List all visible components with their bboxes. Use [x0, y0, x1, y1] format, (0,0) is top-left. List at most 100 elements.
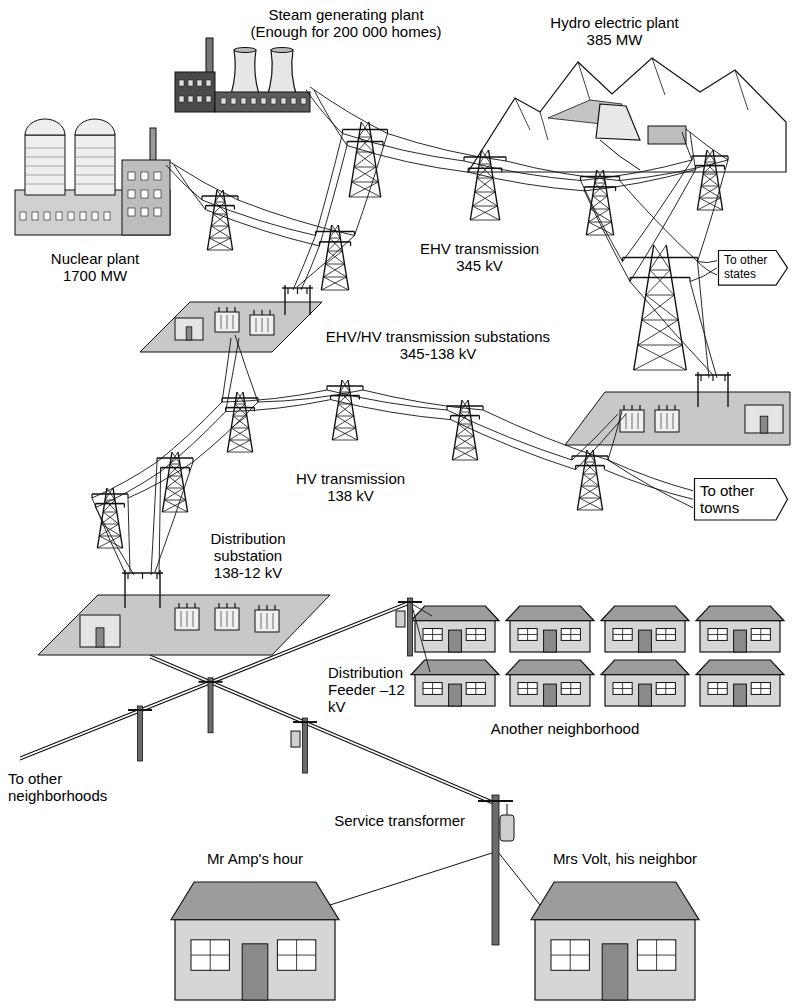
tower-crossarm — [327, 385, 363, 387]
tower-brace — [359, 137, 374, 152]
tower-brace — [229, 440, 252, 452]
insulator — [205, 206, 206, 210]
pole-crossarm — [199, 681, 223, 683]
window-bar — [656, 688, 675, 689]
tower-brace — [213, 214, 227, 215]
house-wall — [605, 675, 685, 706]
insulator — [95, 504, 96, 508]
insulator — [257, 398, 258, 402]
tower-brace — [170, 464, 180, 465]
tower-brace — [168, 464, 180, 476]
tower-brace — [593, 183, 606, 196]
tower-brace — [211, 226, 230, 238]
tower-brace — [586, 235, 613, 236]
tower-brace — [588, 209, 609, 222]
tower-brace — [229, 440, 250, 441]
component-label: Hydro electric plant 385 MW — [542, 14, 687, 48]
utility-pole — [128, 706, 152, 761]
power-line — [310, 87, 388, 134]
tower-brace — [638, 320, 679, 345]
tower-brace — [577, 510, 602, 511]
insulator — [225, 408, 226, 412]
tower-crossarm — [202, 195, 238, 197]
power-transformer — [620, 410, 644, 432]
window — [154, 172, 161, 180]
power-line — [690, 282, 717, 379]
power-line — [202, 200, 316, 236]
cooling-fin — [193, 611, 194, 627]
tower-brace — [336, 416, 354, 417]
power-line — [698, 160, 729, 262]
window — [637, 940, 675, 970]
feeder-line — [150, 655, 495, 802]
transmission-tower — [623, 245, 698, 370]
power-line — [608, 411, 622, 460]
roof — [506, 606, 594, 621]
gantry-post — [159, 570, 160, 608]
window — [251, 98, 256, 104]
tower-brace — [321, 277, 346, 290]
tower-brace — [211, 226, 229, 227]
hydro-plant — [468, 58, 786, 172]
tower-brace — [642, 320, 683, 345]
window — [179, 80, 184, 86]
cooling-fin — [626, 413, 627, 429]
hatch-line — [75, 175, 115, 176]
door — [449, 684, 462, 706]
bushing — [658, 405, 659, 410]
pole-post — [303, 718, 308, 773]
tower-brace — [213, 214, 229, 226]
window-bar — [561, 688, 580, 689]
tower-brace — [334, 428, 355, 429]
tower-brace — [211, 214, 227, 226]
power-line — [331, 400, 451, 420]
roof — [601, 606, 689, 621]
service-drop — [412, 604, 432, 616]
tower-brace — [101, 524, 120, 536]
component-label: EHV/HV transmission substations 345-138 … — [313, 328, 563, 362]
substation-yard — [140, 302, 322, 352]
window — [179, 96, 184, 102]
window-bar — [751, 634, 770, 635]
tower-brace — [213, 202, 225, 214]
house-wall — [535, 920, 695, 1000]
transmission-tower — [572, 450, 608, 510]
neighborhood-house — [696, 660, 784, 706]
tower-brace — [705, 162, 715, 163]
pole-crossarm — [398, 601, 422, 603]
pole-post — [408, 598, 413, 656]
bushing — [261, 310, 262, 315]
window — [188, 80, 193, 86]
tower-brace — [703, 174, 719, 186]
window-bar — [518, 688, 537, 689]
bushing — [639, 405, 640, 410]
tower-crossarm — [464, 156, 506, 158]
tower-brace — [330, 238, 343, 251]
transmission-tower — [316, 225, 355, 290]
gantry-post — [727, 372, 728, 407]
tower-crossarm — [451, 415, 480, 417]
tower-brace — [332, 440, 357, 441]
tower-brace — [697, 210, 722, 211]
tower-brace — [460, 412, 472, 424]
tower-brace — [456, 436, 475, 448]
window — [197, 96, 202, 102]
window-bar — [613, 688, 632, 689]
transmission-tower — [92, 488, 128, 548]
insulator — [124, 504, 125, 508]
tower-crossarm — [347, 141, 383, 143]
neighborhood-house — [601, 606, 689, 652]
component-label: Distribution substation 138-12 kV — [198, 530, 298, 581]
tower-brace — [454, 448, 477, 460]
tower-brace — [101, 524, 119, 525]
house-wall — [700, 621, 780, 652]
tower-brace — [99, 536, 122, 548]
power-line — [128, 498, 130, 572]
bushing — [253, 310, 254, 315]
window — [154, 208, 161, 216]
tower-crossarm — [343, 129, 388, 131]
insulator — [505, 157, 506, 161]
window — [613, 683, 632, 695]
tower-brace — [323, 264, 344, 277]
